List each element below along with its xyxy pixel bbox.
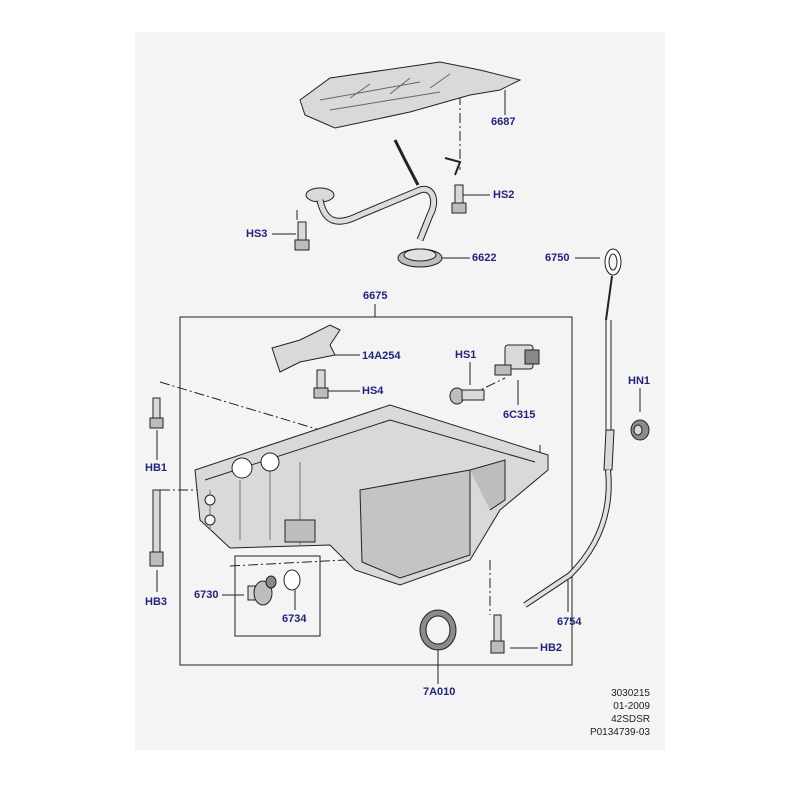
reference-line-2: 01-2009 [613, 701, 650, 712]
label-6734: 6734 [282, 613, 307, 625]
bolt-hb1 [149, 397, 164, 429]
label-hs3: HS3 [246, 228, 268, 240]
label-hs1: HS1 [455, 349, 477, 361]
label-6675: 6675 [363, 290, 388, 302]
bracket-14a254 [271, 324, 341, 373]
label-6687: 6687 [491, 116, 516, 128]
reference-line-4: P0134739-03 [589, 727, 650, 738]
label-hb3: HB3 [145, 596, 168, 608]
dipstick-tube-6754 [523, 429, 615, 608]
sensor-6c315 [494, 344, 540, 376]
drain-plug-6730 [247, 575, 277, 606]
bolt-hs4 [313, 369, 329, 399]
label-6750: 6750 [545, 252, 570, 264]
bolt-hb3 [149, 489, 164, 567]
washer-6734 [283, 569, 301, 591]
reference-line-1: 3030215 [611, 688, 650, 699]
oil-pan-6675 [194, 404, 549, 586]
dipstick-6750 [604, 248, 622, 430]
label-6622: 6622 [472, 252, 497, 264]
seal-7a010 [419, 609, 457, 651]
oil-pan-group-frame [179, 316, 573, 666]
bolt-hs3 [294, 221, 310, 251]
drain-plug-group-frame [234, 555, 321, 637]
label-6c315: 6C315 [503, 409, 536, 421]
bolt-hs2 [451, 184, 467, 214]
label-hs4: HS4 [362, 385, 384, 397]
label-hs2: HS2 [493, 189, 515, 201]
reference-line-3: 42SDSR [611, 714, 650, 725]
label-6730: 6730 [194, 589, 219, 601]
windage-tray-6687 [299, 61, 522, 129]
bolt-hb2 [490, 614, 505, 654]
label-7a010: 7A010 [423, 686, 456, 698]
label-hn1: HN1 [628, 375, 651, 387]
grommet-hn1 [630, 419, 650, 441]
label-6754: 6754 [557, 616, 582, 628]
bolt-hs1 [449, 387, 485, 405]
label-14a254: 14A254 [362, 350, 401, 362]
reference-block: 3030215 01-2009 42SDSR P0134739-03 [590, 687, 650, 739]
oil-pickup-tube-6622 [305, 139, 462, 268]
label-hb1: HB1 [145, 462, 168, 474]
label-hb2: HB2 [540, 642, 563, 654]
